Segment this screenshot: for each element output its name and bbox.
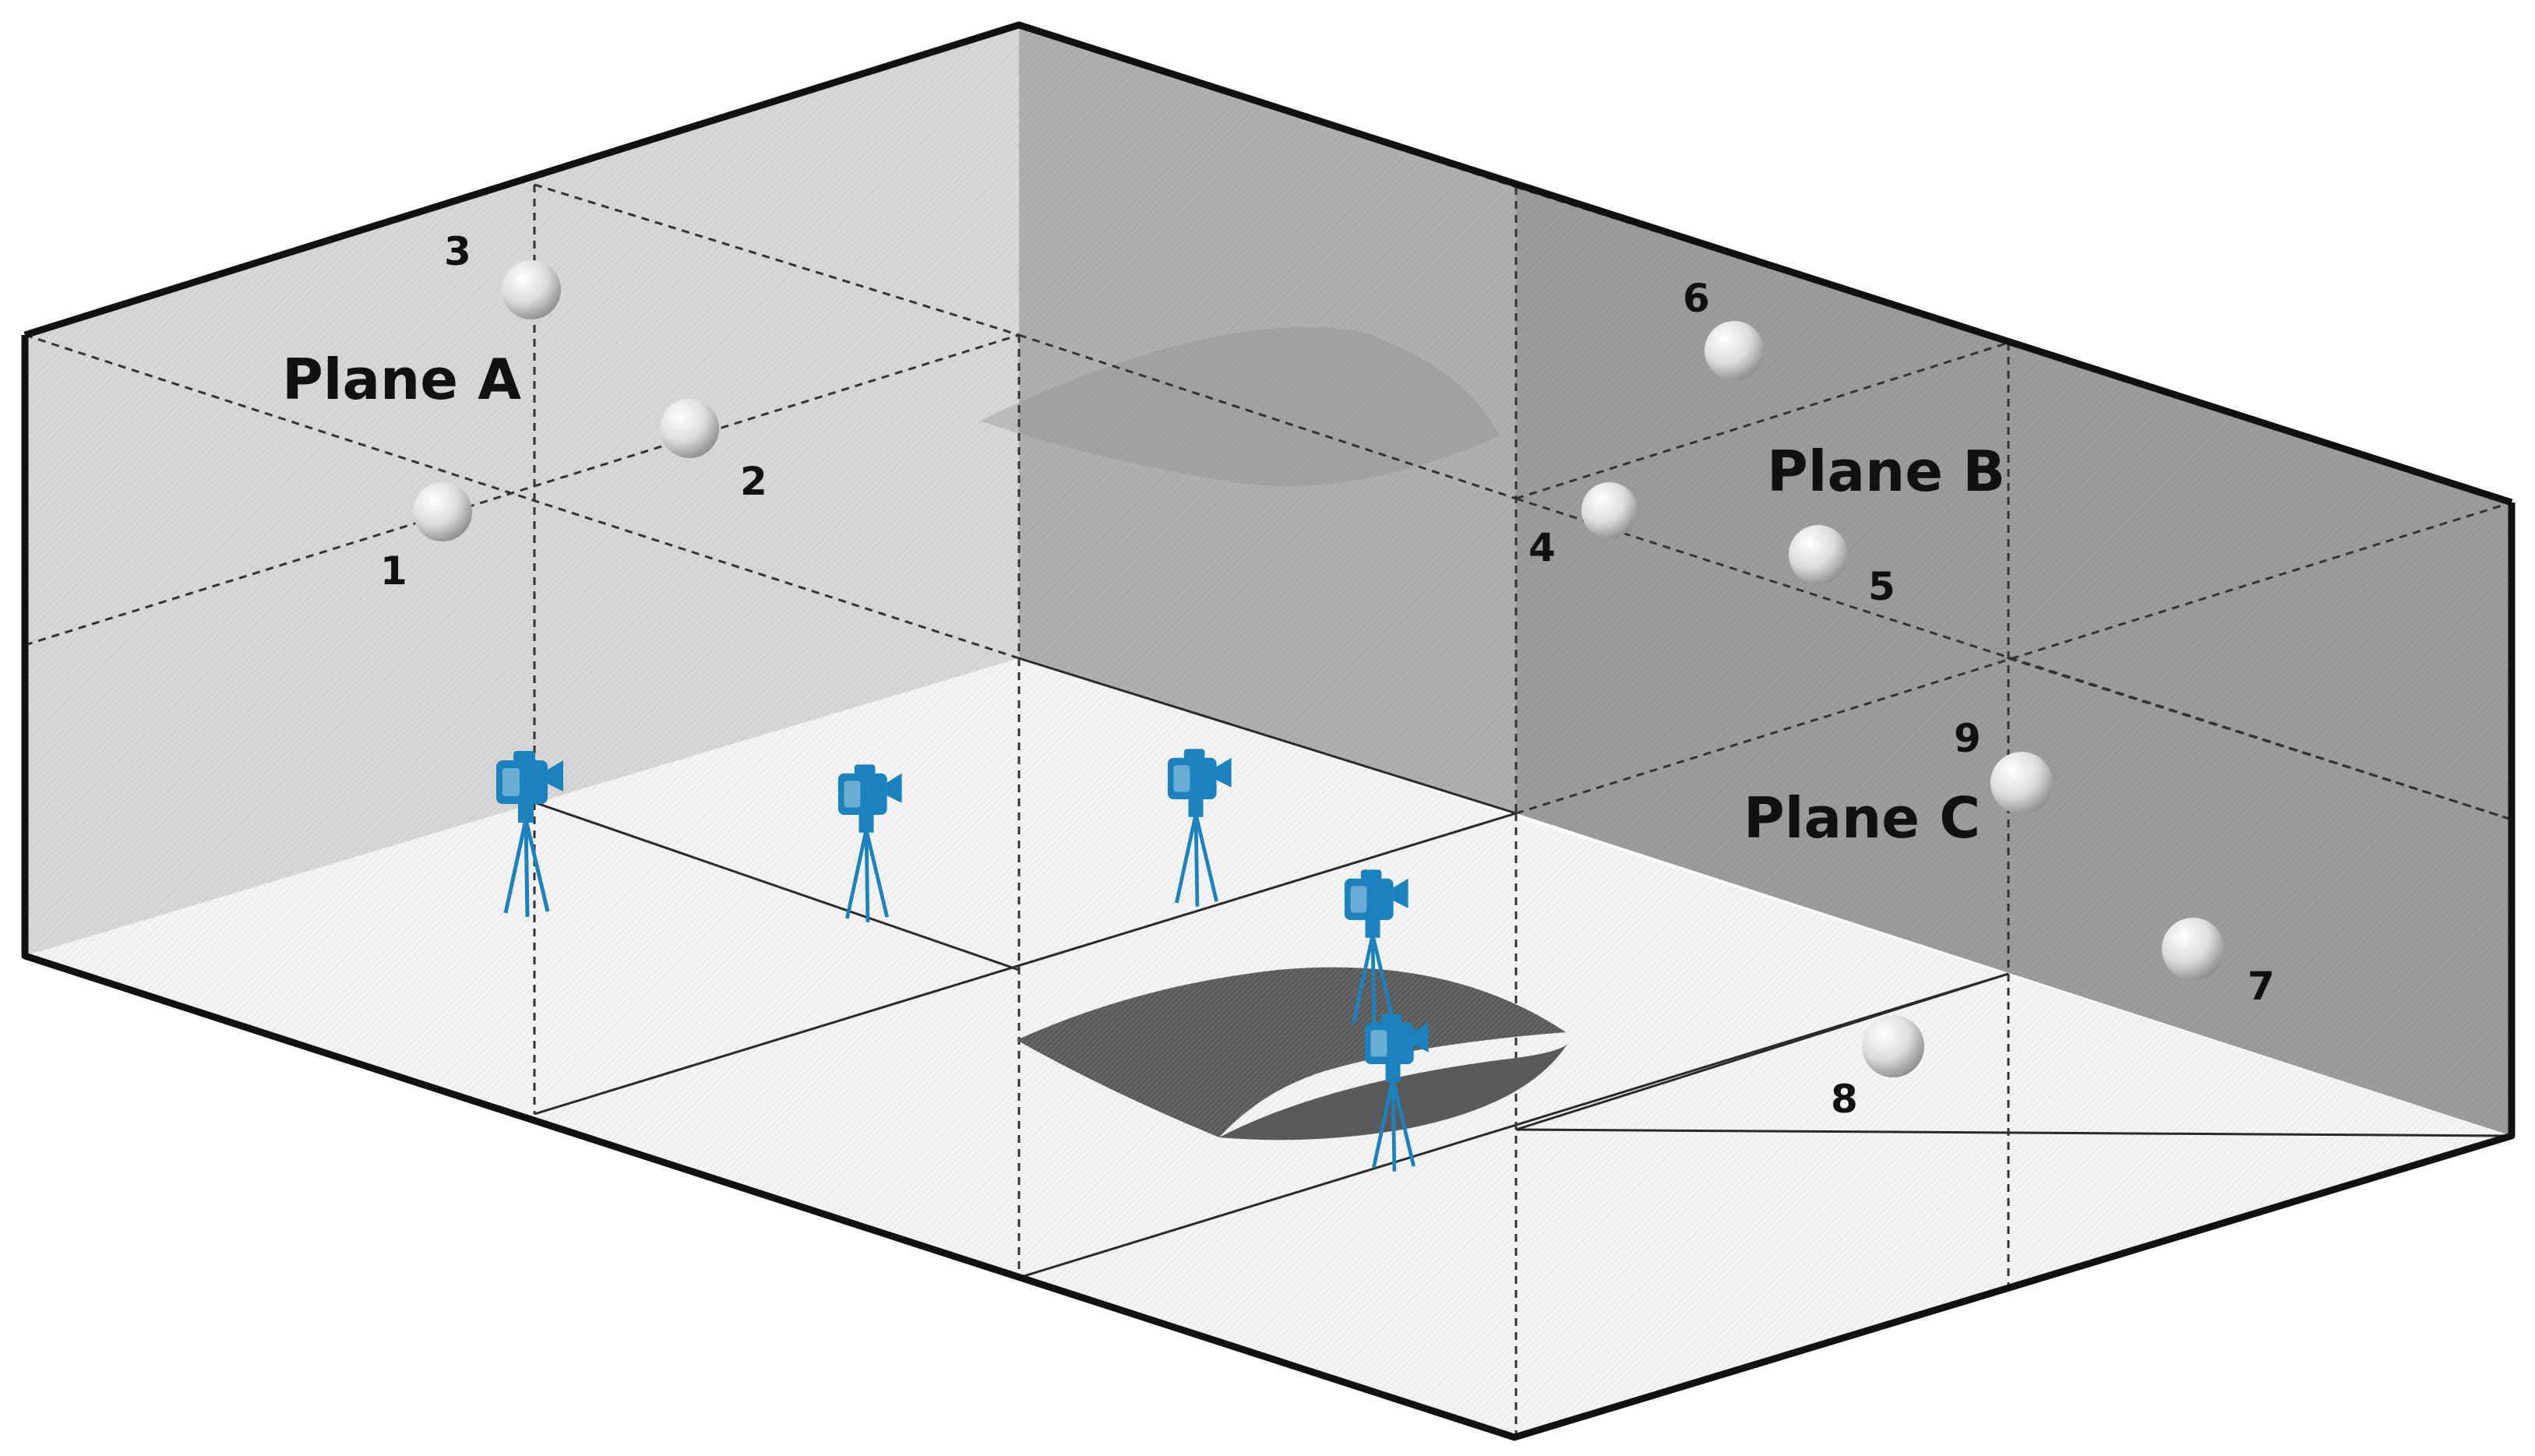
marker-label-3: 3 (444, 229, 471, 274)
sphere-7 (2162, 918, 2224, 980)
marker-label-2: 2 (740, 459, 767, 504)
sphere-5 (1789, 525, 1848, 584)
sphere-4 (1581, 482, 1638, 538)
sphere-2 (660, 399, 719, 458)
sphere-6 (1705, 321, 1764, 380)
sphere-3 (502, 260, 561, 319)
sphere-8 (1862, 1015, 1924, 1077)
plane-c-label: Plane C (1743, 785, 1980, 851)
plane-a-label: Plane A (282, 347, 521, 412)
marker-label-6: 6 (1683, 276, 1710, 321)
marker-label-9: 9 (1954, 716, 1981, 761)
plane-b-label: Plane B (1767, 439, 2005, 504)
marker-label-5: 5 (1868, 564, 1895, 609)
sphere-9 (1990, 752, 2053, 814)
wing-reflection (980, 326, 1500, 486)
marker-label-4: 4 (1528, 525, 1556, 570)
marker-label-7: 7 (2248, 964, 2275, 1009)
marker-label-1: 1 (380, 548, 407, 594)
marker-label-8: 8 (1831, 1077, 1858, 1122)
sphere-markers (413, 260, 2224, 1077)
sphere-1 (413, 482, 472, 541)
